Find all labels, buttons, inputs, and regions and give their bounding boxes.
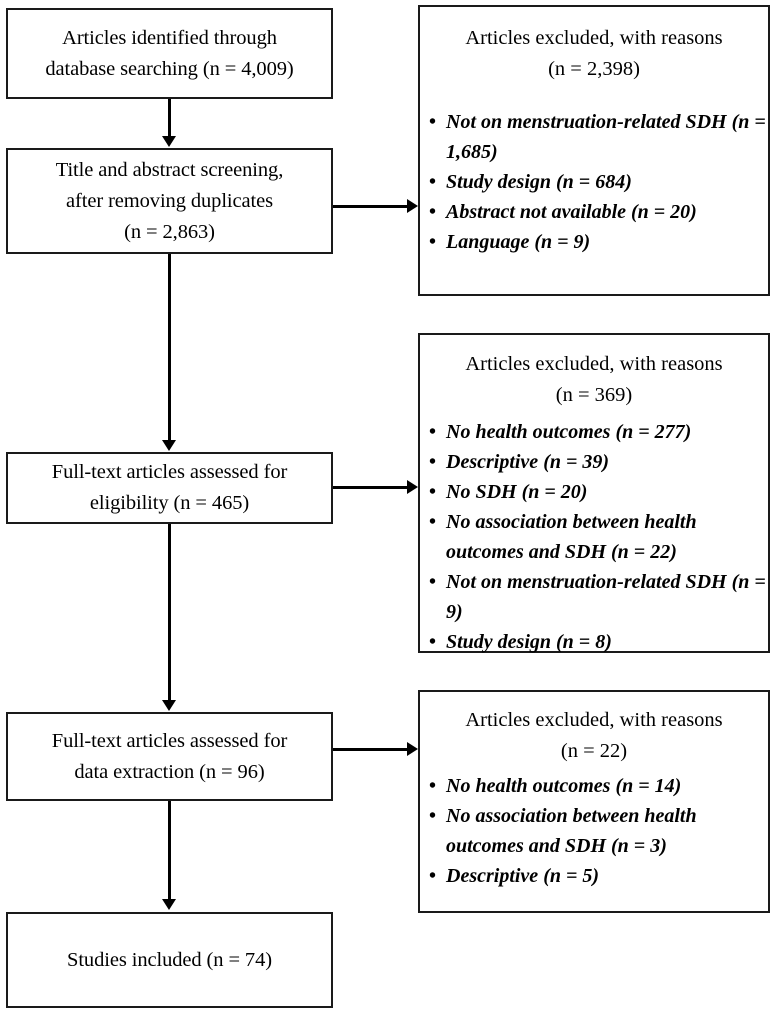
exclusion-reason-item: • Study design (n = 8)	[420, 627, 768, 657]
connector-screening-to-eligibility	[168, 254, 171, 440]
exclusion-reason-item: • No association between health outcomes…	[420, 507, 768, 567]
connector-identification-to-screening	[168, 99, 171, 137]
arrow-right-icon	[407, 742, 418, 756]
arrow-right-icon	[407, 480, 418, 494]
flow-box-line: data extraction (n = 96)	[74, 760, 265, 783]
exclusion-reason-item: • No association between health outcomes…	[420, 801, 768, 861]
exclusion-reason-item: • No health outcomes (n = 277)	[420, 417, 768, 447]
exclusion-header-line: (n = 22)	[560, 740, 628, 762]
exclusion-box-eligibility: Articles excluded, with reasons (n = 369…	[418, 333, 770, 653]
flow-box-included: Studies included (n = 74)	[6, 912, 333, 1008]
connector-screening-to-exclusion	[333, 205, 409, 208]
flow-box-line: (n = 2,863)	[124, 220, 215, 243]
exclusion-header-line: Articles excluded, with reasons	[465, 709, 723, 731]
arrow-down-icon	[162, 136, 176, 147]
flow-box-identification: Articles identified through database sea…	[6, 8, 333, 99]
exclusion-reason-text: Study design (n = 684)	[446, 171, 632, 193]
bullet-icon: •	[429, 511, 437, 533]
flow-box-line: Articles identified through	[62, 26, 277, 49]
flow-box-screening: Title and abstract screening, after remo…	[6, 148, 333, 254]
bullet-icon: •	[429, 571, 437, 593]
exclusion-box-data-extraction: Articles excluded, with reasons (n = 22)…	[418, 690, 770, 913]
bullet-icon: •	[429, 481, 437, 503]
exclusion-header-line: (n = 369)	[555, 384, 633, 406]
exclusion-reason-text: No association between health outcomes a…	[446, 511, 697, 563]
connector-extraction-to-exclusion	[333, 748, 409, 751]
bullet-icon: •	[429, 631, 437, 653]
exclusion-reason-text: Not on menstruation-related SDH (n = 9)	[446, 571, 766, 623]
exclusion-reason-text: No association between health outcomes a…	[446, 805, 697, 857]
exclusion-reason-list: • No health outcomes (n = 277) • Descrip…	[420, 417, 768, 657]
connector-extraction-to-included	[168, 801, 171, 900]
flow-box-line: database searching (n = 4,009)	[45, 57, 294, 80]
flow-box-data-extraction: Full-text articles assessed for data ext…	[6, 712, 333, 801]
exclusion-reason-item: • Not on menstruation-related SDH (n = 1…	[420, 107, 768, 167]
exclusion-reason-text: Descriptive (n = 39)	[446, 451, 610, 473]
exclusion-reason-list: • No health outcomes (n = 14) • No assoc…	[420, 771, 768, 891]
bullet-icon: •	[429, 805, 437, 827]
exclusion-reason-item: • Descriptive (n = 39)	[420, 447, 768, 477]
exclusion-header-line: (n = 2,398)	[548, 58, 640, 80]
arrow-down-icon	[162, 440, 176, 451]
exclusion-reason-text: No health outcomes (n = 277)	[446, 421, 692, 443]
arrow-right-icon	[407, 199, 418, 213]
arrow-down-icon	[162, 700, 176, 711]
bullet-icon: •	[429, 775, 437, 797]
flow-box-line: Title and abstract screening,	[55, 158, 284, 181]
bullet-icon: •	[429, 421, 437, 443]
exclusion-reason-text: Study design (n = 8)	[446, 631, 612, 653]
exclusion-reason-text: Descriptive (n = 5)	[446, 865, 600, 887]
exclusion-reason-item: • Descriptive (n = 5)	[420, 861, 768, 891]
exclusion-reason-text: No SDH (n = 20)	[446, 481, 588, 503]
exclusion-header-line: Articles excluded, with reasons	[465, 27, 723, 49]
exclusion-header-line: Articles excluded, with reasons	[465, 353, 723, 375]
bullet-icon: •	[429, 865, 437, 887]
flow-box-line: after removing duplicates	[66, 189, 273, 212]
connector-eligibility-to-exclusion	[333, 486, 409, 489]
exclusion-reason-list: • Not on menstruation-related SDH (n = 1…	[420, 107, 768, 257]
exclusion-reason-item: • No health outcomes (n = 14)	[420, 771, 768, 801]
exclusion-reason-item: • Abstract not available (n = 20)	[420, 197, 768, 227]
exclusion-reason-item: • Language (n = 9)	[420, 227, 768, 257]
exclusion-reason-item: • No SDH (n = 20)	[420, 477, 768, 507]
flow-box-line: Full-text articles assessed for	[51, 729, 288, 752]
exclusion-reason-text: No health outcomes (n = 14)	[446, 775, 682, 797]
exclusion-reason-item: • Study design (n = 684)	[420, 167, 768, 197]
exclusion-reason-item: • Not on menstruation-related SDH (n = 9…	[420, 567, 768, 627]
bullet-icon: •	[429, 171, 437, 193]
exclusion-reason-text: Abstract not available (n = 20)	[446, 201, 697, 223]
flow-box-line: Full-text articles assessed for	[51, 461, 288, 483]
connector-eligibility-to-extraction	[168, 524, 171, 701]
flow-box-line: eligibility (n = 465)	[89, 492, 250, 514]
arrow-down-icon	[162, 899, 176, 910]
exclusion-reason-text: Language (n = 9)	[446, 231, 591, 253]
flow-box-eligibility: Full-text articles assessed for eligibil…	[6, 452, 333, 524]
exclusion-reason-text: Not on menstruation-related SDH (n = 1,6…	[446, 111, 766, 163]
bullet-icon: •	[429, 231, 437, 253]
bullet-icon: •	[429, 451, 437, 473]
bullet-icon: •	[429, 111, 437, 133]
exclusion-box-screening: Articles excluded, with reasons (n = 2,3…	[418, 5, 770, 296]
bullet-icon: •	[429, 201, 437, 223]
flow-box-line: Studies included (n = 74)	[67, 948, 272, 971]
